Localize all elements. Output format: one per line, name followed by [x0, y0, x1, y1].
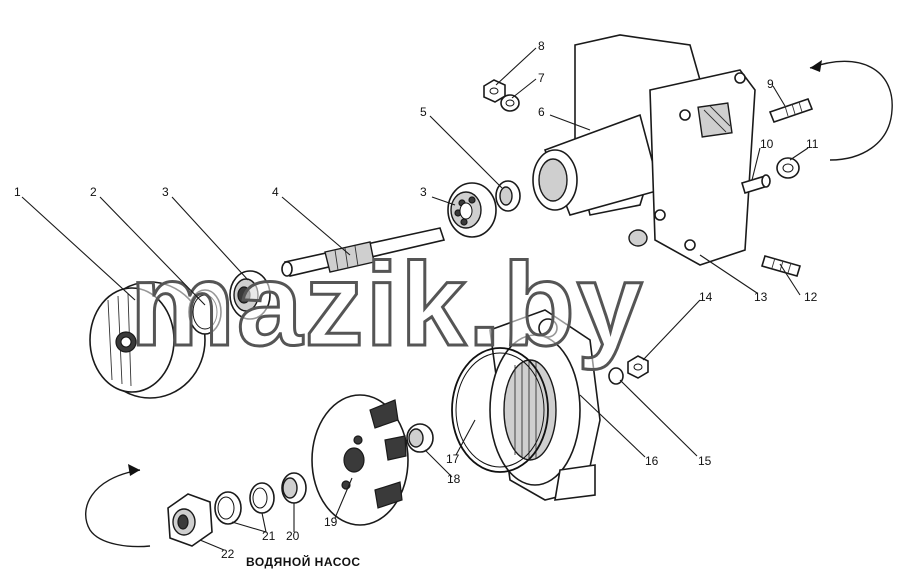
ring-21b: [214, 491, 242, 525]
bearing-right: [447, 182, 497, 238]
callout-7: 7: [538, 71, 545, 85]
callout-17: 17: [446, 452, 460, 466]
callout-3-left: 3: [162, 185, 169, 199]
bearing-left: [229, 270, 271, 320]
callout-16: 16: [645, 454, 659, 468]
callout-labels: 1 2 3 4 3 5 6 7 8 9 10 11 12 13 14 15 16…: [14, 39, 819, 561]
callout-15: 15: [698, 454, 712, 468]
diagram-caption: ВОДЯНОЙ НАСОС: [246, 555, 361, 569]
ring-21a: [249, 482, 275, 514]
callout-2: 2: [90, 185, 97, 199]
callout-1: 1: [14, 185, 21, 199]
nut-8: [483, 79, 506, 103]
pulley-hub: [89, 281, 206, 399]
pump-housing: [532, 34, 756, 266]
callout-13: 13: [754, 290, 768, 304]
rotation-arrow-bottom: [85, 464, 151, 548]
callout-4: 4: [272, 185, 279, 199]
pump-shaft: [281, 227, 446, 277]
callout-11: 11: [806, 137, 819, 151]
bushing-10: [741, 174, 771, 194]
callout-3-right: 3: [420, 185, 427, 199]
washer-15: [608, 367, 624, 385]
callout-10: 10: [760, 137, 774, 151]
callout-19: 19: [324, 515, 338, 529]
leader-lines: [21, 47, 809, 551]
callout-20: 20: [286, 529, 300, 543]
callout-9: 9: [767, 77, 774, 91]
snap-ring: [188, 289, 222, 335]
gasket-17: [451, 347, 549, 473]
callout-5: 5: [420, 105, 427, 119]
watermark-text: mazik.by: [130, 239, 644, 371]
impeller-19: [311, 394, 409, 526]
spacer-sleeve: [495, 180, 521, 212]
seal-18: [406, 423, 434, 453]
callout-12: 12: [804, 290, 818, 304]
ring-20: [281, 472, 307, 504]
callout-18: 18: [447, 472, 461, 486]
callout-21-a: 21: [262, 529, 276, 543]
nut-22: [167, 493, 213, 547]
washer-11: [776, 157, 800, 179]
callout-6: 6: [538, 105, 545, 119]
callout-14: 14: [699, 290, 713, 304]
callout-22: 22: [221, 547, 235, 561]
nut-14: [627, 355, 649, 379]
washer-7: [500, 94, 520, 112]
callout-8: 8: [538, 39, 545, 53]
stud-9: [768, 97, 814, 124]
rotation-arrow-top: [809, 60, 893, 161]
